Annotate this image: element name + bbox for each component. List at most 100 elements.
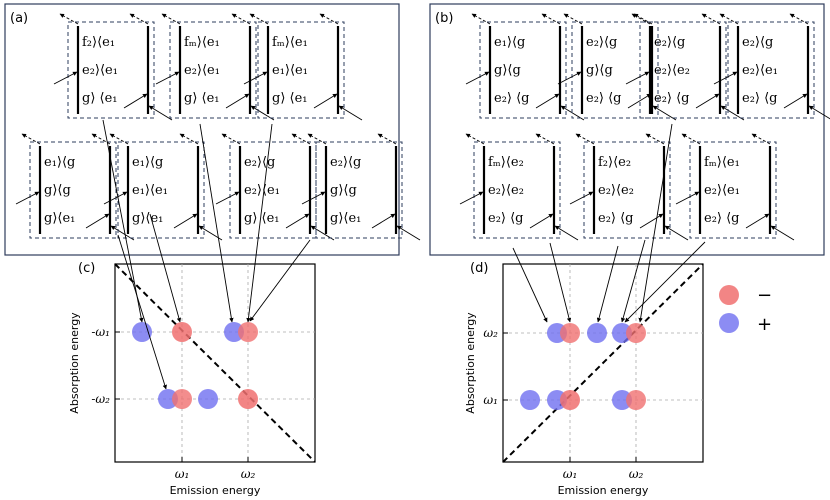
- diagram-state-label: e₁⟩⟨g: [44, 155, 75, 170]
- peak-d-neg: [626, 323, 646, 343]
- feynman-diagram: fₘ⟩⟨e₂ e₂⟩⟨e₂ e₂⟩ ⟨g: [459, 133, 579, 241]
- diagram-state-label: e₂⟩⟨e₂: [488, 183, 524, 198]
- diagram-state-label: e₂⟩⟨e₁: [82, 63, 118, 78]
- panel-b-label: (b): [435, 11, 453, 26]
- diagram-state-label: g⟩⟨g: [330, 183, 357, 198]
- diagram-state-label: e₁⟩⟨g: [132, 155, 163, 170]
- panel-a-label: (a): [10, 11, 28, 26]
- diagram-state-label: e₂⟩ ⟨g: [704, 211, 740, 226]
- xtick-c-omega2: ω₂: [241, 467, 256, 481]
- diagram-state-label: g⟩ ⟨e₁: [184, 91, 220, 106]
- diagram-state-label: e₂⟩⟨e₁: [742, 63, 778, 78]
- diagram-state-label: g⟩⟨g: [494, 63, 521, 78]
- feynman-diagram: e₂⟩⟨g e₂⟩⟨e₁ e₂⟩ ⟨g: [713, 13, 830, 120]
- diagram-state-label: g⟩ ⟨e₁: [82, 91, 118, 106]
- peak-c-neg: [238, 322, 258, 342]
- feynman-diagram: fₘ⟩⟨e₁ e₂⟩⟨e₁ e₂⟩ ⟨g: [675, 133, 795, 241]
- diagram-state-label: fₘ⟩⟨e₁: [704, 155, 740, 170]
- diagram-state-label: g⟩ ⟨e₁: [244, 211, 280, 226]
- feynman-diagram: f₂⟩⟨e₁ e₂⟩⟨e₁ g⟩ ⟨e₁: [53, 13, 173, 121]
- peak-c-pos: [132, 322, 152, 342]
- diagram-state-label: fₘ⟩⟨e₁: [184, 35, 220, 50]
- diagram-state-label: e₂⟩⟨g: [330, 155, 361, 170]
- peak-c-pos: [224, 322, 244, 342]
- feynman-diagram: f₂⟩⟨e₂ e₂⟩⟨e₂ e₂⟩ ⟨g: [569, 133, 689, 241]
- feynman-diagram: e₂⟩⟨g g⟩⟨g e₂⟩ ⟨g: [557, 13, 677, 121]
- diagram-state-label: e₂⟩⟨g: [586, 35, 617, 50]
- diagram-state-label: fₘ⟩⟨e₁: [272, 35, 308, 50]
- diagram-state-label: f₂⟩⟨e₂: [598, 155, 631, 170]
- diagram-state-label: g⟩⟨e₁: [44, 211, 75, 226]
- feynman-diagram: e₁⟩⟨g g⟩⟨g g⟩⟨e₁: [15, 133, 135, 241]
- diagram-state-label: e₂⟩ ⟨g: [742, 91, 778, 106]
- feynman-diagram: fₘ⟩⟨e₁ e₁⟩⟨e₁ g⟩ ⟨e₁: [243, 13, 363, 121]
- diagram-state-label: e₂⟩ ⟨g: [598, 211, 634, 226]
- diagram-state-label: e₁⟩⟨e₁: [272, 63, 308, 78]
- diagram-state-label: e₁⟩⟨g: [494, 35, 525, 50]
- xlabel-d: Emission energy: [558, 484, 649, 497]
- feynman-diagram: e₁⟩⟨g g⟩⟨g e₂⟩ ⟨g: [465, 13, 585, 121]
- ytick-d-omega1: ω₁: [483, 393, 498, 407]
- xlabel-c: Emission energy: [170, 484, 261, 497]
- tick-marks-d: [503, 332, 637, 462]
- peak-c-neg: [172, 322, 192, 342]
- ytick-d-omega2: ω₂: [483, 326, 498, 340]
- diagonal-c: [114, 263, 316, 463]
- ytick-c-omega1: -ω₁: [91, 325, 110, 339]
- peak-d-pos: [520, 390, 540, 410]
- legend-plus-marker: [719, 313, 739, 333]
- panel-d-label: (d): [470, 261, 488, 276]
- diagram-state-label: e₂⟩⟨e₁: [244, 183, 280, 198]
- peak-d-neg: [560, 390, 580, 410]
- diagram-state-label: e₂⟩⟨e₂: [598, 183, 634, 198]
- peak-d-neg: [626, 390, 646, 410]
- diagram-state-label: e₂⟩⟨g: [654, 35, 685, 50]
- diagram-state-label: e₂⟩⟨g: [742, 35, 773, 50]
- diagram-state-label: e₂⟩⟨e₁: [704, 183, 740, 198]
- peak-d-pos: [612, 323, 632, 343]
- ylabel-d: Absorption energy: [464, 312, 477, 414]
- diagram-state-label: e₂⟩ ⟨g: [586, 91, 622, 106]
- diagram-state-label: g⟩⟨e₁: [330, 211, 361, 226]
- diagram-state-label: e₂⟩ ⟨g: [488, 211, 524, 226]
- legend-plus-label: +: [757, 314, 772, 335]
- connector-arrows: [102, 119, 706, 390]
- xtick-d-omega1: ω₁: [563, 467, 578, 481]
- diagram-state-label: g⟩⟨g: [44, 183, 71, 198]
- diagram-state-label: g⟩ ⟨e₁: [272, 91, 308, 106]
- feynman-diagram: e₂⟩⟨g e₂⟩⟨e₂ e₂⟩ ⟨g: [625, 13, 745, 121]
- legend-minus-label: −: [757, 285, 772, 306]
- diagram-state-label: e₂⟩⟨g: [244, 155, 275, 170]
- panel-a-frame: [4, 3, 400, 256]
- diagram-state-label: g⟩⟨e₁: [132, 211, 163, 226]
- diagram-state-label: e₂⟩ ⟨g: [654, 91, 690, 106]
- xtick-d-omega2: ω₂: [629, 467, 644, 481]
- diagram-state-label: e₁⟩⟨e₁: [132, 183, 168, 198]
- tick-marks-c: [115, 331, 249, 462]
- feynman-diagrams-b: e₁⟩⟨g g⟩⟨g e₂⟩ ⟨g e₂⟩⟨g g⟩⟨g e₂⟩ ⟨g e₂⟩⟨g e₂⟩⟨e…: [459, 13, 830, 241]
- diagram-state-label: fₘ⟩⟨e₂: [488, 155, 524, 170]
- peaks-d: [520, 323, 646, 410]
- legend: − +: [719, 285, 772, 335]
- diagram-state-label: f₂⟩⟨e₁: [82, 35, 115, 50]
- diagram-state-label: g⟩⟨g: [586, 63, 613, 78]
- diagram-state-label: e₂⟩ ⟨g: [494, 91, 530, 106]
- feynman-diagram: e₁⟩⟨g e₁⟩⟨e₁ g⟩⟨e₁: [103, 133, 223, 241]
- peaks-c: [132, 322, 258, 409]
- ylabel-c: Absorption energy: [68, 312, 81, 414]
- legend-minus-marker: [719, 285, 739, 305]
- peak-c-pos: [158, 389, 178, 409]
- plot-d-frame: [502, 263, 704, 463]
- diagram-state-label: e₂⟩⟨e₂: [654, 63, 690, 78]
- peak-c-pos: [198, 389, 218, 409]
- peak-c-neg: [238, 389, 258, 409]
- peak-d-pos: [612, 390, 632, 410]
- panel-c-label: (c): [78, 261, 95, 276]
- feynman-diagram: e₂⟩⟨g g⟩⟨g g⟩⟨e₁: [301, 133, 421, 241]
- xtick-c-omega1: ω₁: [175, 467, 190, 481]
- plot-c-frame: [114, 263, 316, 463]
- peak-d-pos: [587, 323, 607, 343]
- peak-c-neg: [172, 389, 192, 409]
